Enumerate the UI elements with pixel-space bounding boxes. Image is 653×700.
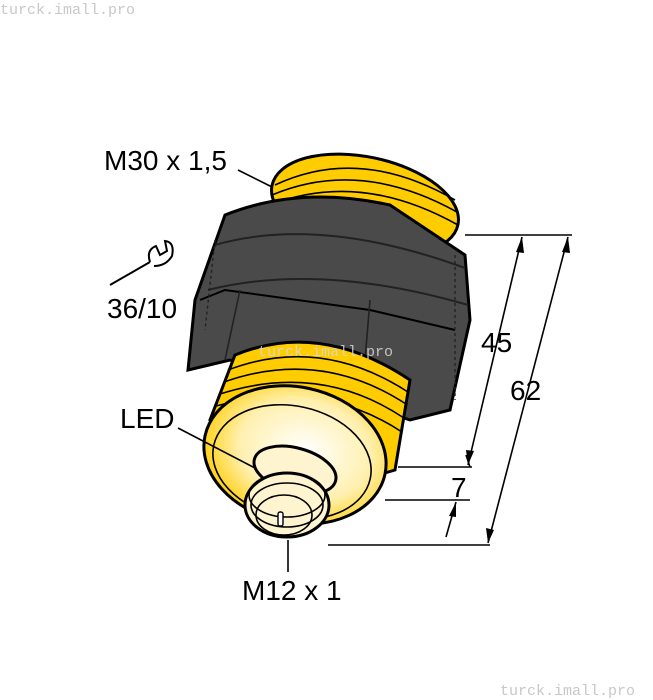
- dim-62-label: 62: [510, 375, 541, 406]
- dim-45-label: 45: [481, 327, 512, 358]
- dimension-lines: [328, 234, 572, 546]
- leader-led: [177, 427, 256, 469]
- watermark-bottom-right: turck.imall.pro: [500, 683, 635, 700]
- watermark-center: turck.imall.pro: [258, 344, 393, 361]
- leader-housing-thread: [237, 169, 273, 188]
- dim-7-label: 7: [451, 472, 467, 503]
- watermark-top-left: turck.imall.pro: [0, 2, 135, 19]
- dim-45-line: [467, 236, 523, 466]
- label-connector-thread: M12 x 1: [242, 575, 342, 606]
- label-led: LED: [120, 403, 174, 434]
- m12-connector: [243, 444, 338, 539]
- label-wrench-size: 36/10: [107, 293, 177, 324]
- wrench-icon: [109, 239, 174, 286]
- label-housing-thread: M30 x 1,5: [104, 145, 227, 176]
- dim-62-line: [487, 236, 569, 544]
